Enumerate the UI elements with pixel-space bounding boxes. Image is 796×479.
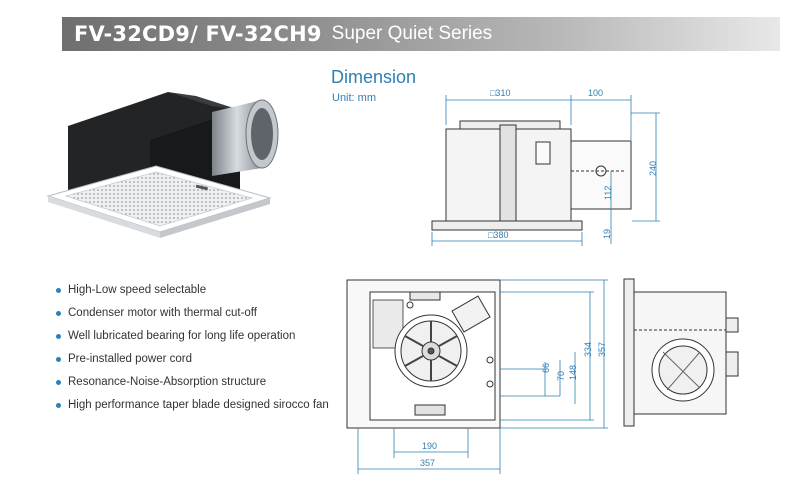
feature-item: Well lubricated bearing for long life op… (55, 329, 340, 344)
dim-height-label: 240 (648, 161, 658, 176)
feature-item: High performance taper blade designed si… (55, 398, 340, 413)
dim-flange-label: 19 (602, 229, 612, 239)
dim-66-label: 66 (541, 363, 551, 373)
bullet-icon (56, 311, 61, 316)
dim-190-label: 190 (422, 441, 437, 451)
feature-item: Resonance-Noise-Absorption structure (55, 375, 340, 390)
dim-duct-height-label: 112 (603, 186, 613, 200)
dim-357-height-label: 357 (597, 342, 607, 357)
dim-334-label: 334 (583, 342, 593, 357)
title-bar: FV-32CD9/ FV-32CH9 Super Quiet Series (62, 17, 780, 51)
dim-width-label: □310 (490, 88, 510, 98)
dimension-unit: Unit: mm (332, 92, 376, 104)
dim-duct-label: 100 (588, 88, 603, 98)
bullet-icon (56, 403, 61, 408)
feature-list: High-Low speed selectable Condenser moto… (55, 283, 340, 421)
bullet-icon (56, 380, 61, 385)
bullet-icon (56, 357, 61, 362)
grille-panel (46, 165, 272, 238)
feature-item: High-Low speed selectable (55, 283, 340, 298)
dim-148-label: 148 (568, 365, 578, 380)
dim-357-width-label: 357 (420, 458, 435, 468)
dim-70-label: 70 (556, 371, 566, 381)
model-name: FV-32CD9/ FV-32CH9 (74, 22, 322, 46)
duct-adapter (212, 99, 279, 176)
feature-item: Pre-installed power cord (55, 352, 340, 367)
dimension-heading: Dimension (331, 67, 417, 87)
feature-item: Condenser motor with thermal cut-off (55, 306, 340, 321)
bullet-icon (56, 334, 61, 339)
series-name: Super Quiet Series (331, 23, 493, 44)
dim-grille-label: □380 (488, 230, 508, 240)
bullet-icon (56, 288, 61, 293)
